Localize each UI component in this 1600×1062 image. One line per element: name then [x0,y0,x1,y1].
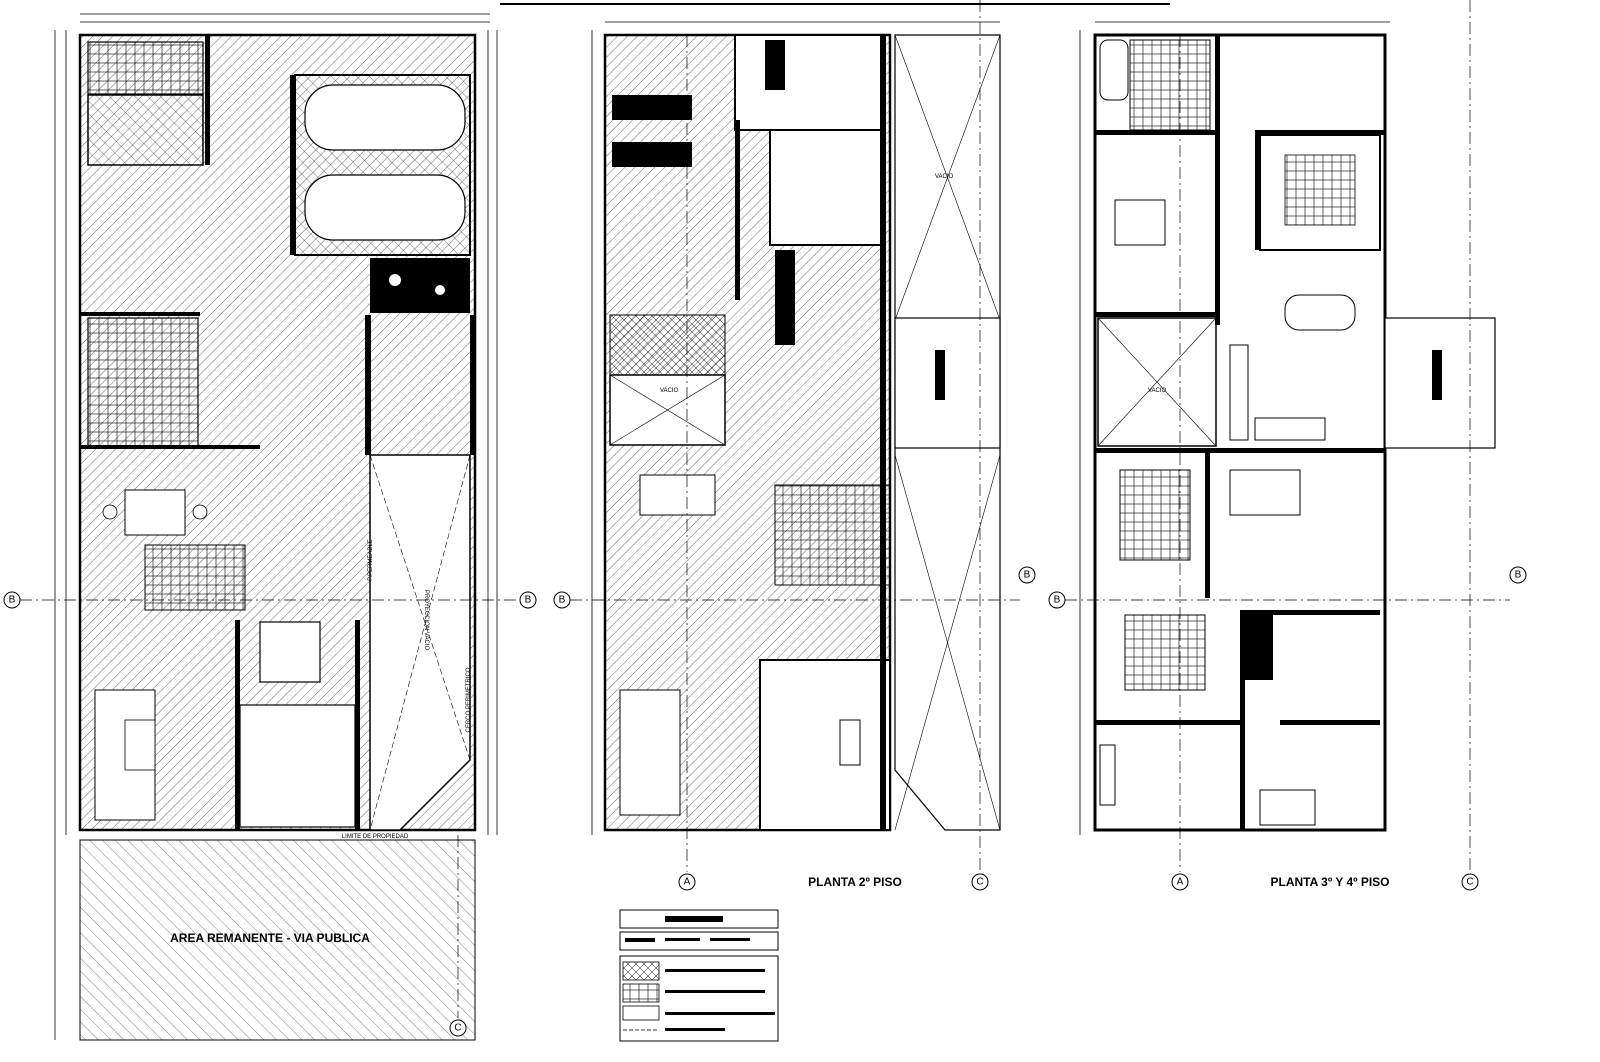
axis-b-label-2: B [525,595,532,606]
axis-a-label-2: A [1177,877,1184,888]
ground-floor-plan: AREA REMANENTE - VIA PUBLICA PROYECCION … [54,13,498,1041]
axis-b-label-3: B [559,595,566,606]
axis-b-label-6: B [1515,570,1522,581]
vacio-label-2b: VACIO [660,388,679,394]
axis-b-label-1: B [9,595,16,606]
second-floor-plan: VACIO VACIO PLANTA 2º PISO [591,21,1001,889]
axis-b-label-4: B [1024,570,1031,581]
axis-c-label-2: C [1466,877,1473,888]
axis-a-label-1: A [684,877,691,888]
axis-b-label-5: B [1054,595,1061,606]
axis-c-label-1: C [976,877,983,888]
limit-label: LIMITE DE PROPIEDAD [342,834,409,840]
vacio-label: PROYECCION VACIO [423,590,429,651]
vacio-label-3: VACIO [1148,388,1167,394]
axis-c-label-3: C [454,1023,461,1034]
cerco-label: CERCO PERIMETRICO [466,667,472,732]
permeable-label: P.PERMEABLE [368,539,374,581]
third-floor-plan: VACIO PLANTA 3º Y 4º PISO [1079,21,1496,889]
axis-bubbles: B B B B B B A A C C C [3,566,1527,1037]
second-floor-title: PLANTA 2º PISO [808,875,902,889]
legend-box [619,909,779,1042]
third-floor-title: PLANTA 3º Y 4º PISO [1270,875,1389,889]
remanente-label: AREA REMANENTE - VIA PUBLICA [170,931,370,945]
vacio-label-2a: VACIO [935,174,954,180]
axis-grid [20,0,1510,1018]
